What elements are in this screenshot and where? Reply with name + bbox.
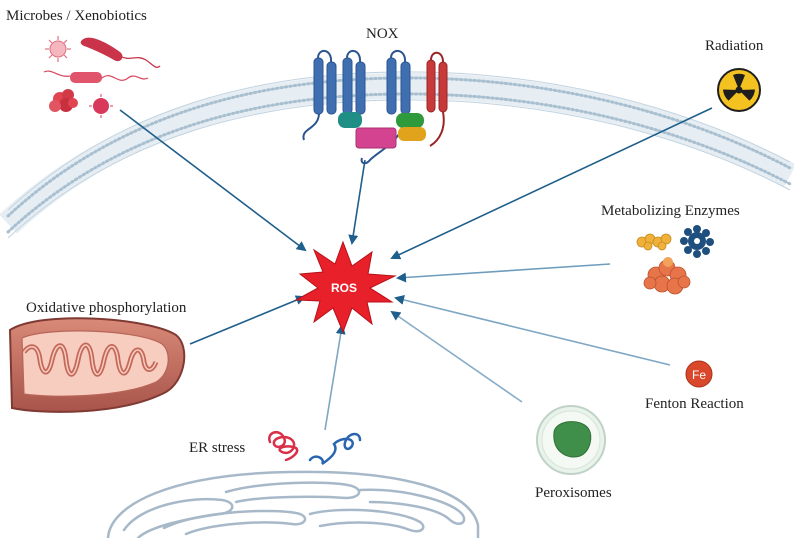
arrow-nox	[348, 159, 366, 245]
arrow-metabolizing	[396, 263, 611, 283]
peroxisome-icon	[536, 405, 606, 475]
iron-icon: Fe	[685, 360, 713, 388]
label-metabolizing-enzymes: Metabolizing Enzymes	[601, 203, 740, 219]
label-nox: NOX	[366, 26, 399, 42]
arrow-microbes	[119, 109, 307, 252]
label-radiation: Radiation	[705, 38, 764, 54]
fe-symbol: Fe	[692, 368, 706, 382]
virus-icon	[45, 36, 71, 62]
label-oxidative-phosphorylation: Oxidative phosphorylation	[26, 300, 187, 316]
mitochondrion-icon	[8, 317, 186, 413]
protein-icon	[268, 430, 362, 466]
radiation-icon	[717, 68, 761, 112]
coccus-icon	[89, 94, 113, 118]
label-microbes: Microbes / Xenobiotics	[6, 8, 147, 24]
label-peroxisomes: Peroxisomes	[535, 485, 612, 501]
arrows	[119, 107, 713, 431]
arrow-fenton	[394, 295, 671, 366]
arrow-oxphos	[189, 295, 306, 345]
arrow-radiation	[390, 107, 713, 260]
label-er-stress: ER stress	[189, 440, 246, 456]
bacteria-icon	[43, 37, 161, 83]
enzyme-icon	[636, 225, 714, 295]
arrow-er	[324, 324, 346, 431]
pollen-icon	[49, 89, 78, 112]
microbes-cluster	[43, 36, 161, 118]
label-fenton-reaction: Fenton Reaction	[645, 396, 744, 412]
ros-burst	[294, 240, 397, 334]
arrow-peroxisome	[390, 310, 523, 403]
endoplasmic-reticulum-icon	[106, 470, 480, 538]
nox-complex	[302, 50, 448, 165]
